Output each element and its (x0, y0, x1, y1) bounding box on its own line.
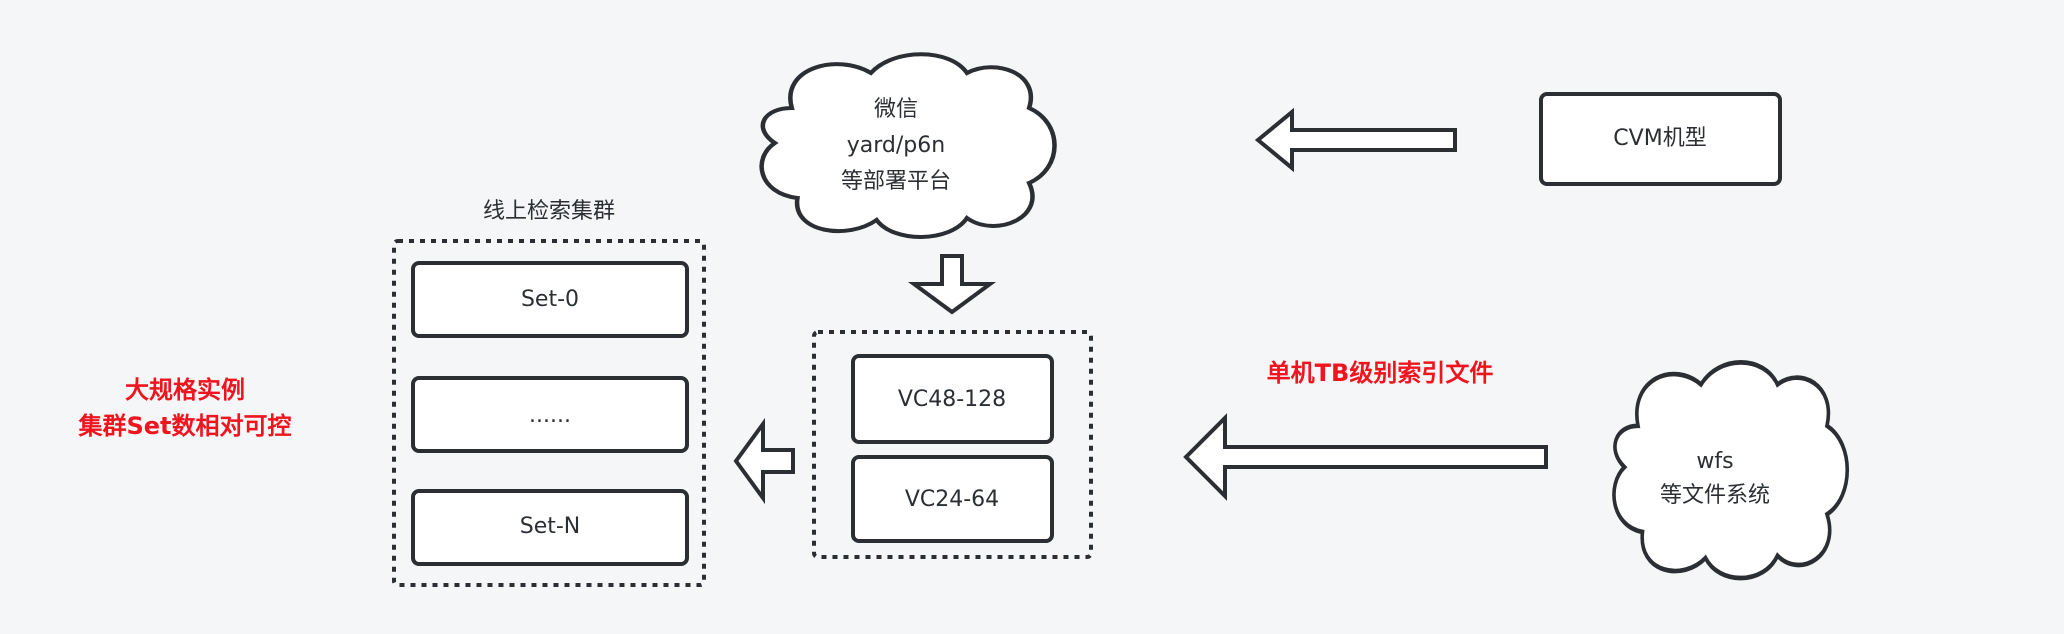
left-arrow-icon (1183, 413, 1548, 501)
left-arrow-icon (733, 417, 795, 505)
set-label: Set-0 (521, 287, 579, 312)
set-item (411, 489, 689, 566)
note-line: 集群Set数相对可控 (77, 412, 291, 440)
deploy-platform-cloud: 微信 yard/p6n 等部署平台 (762, 54, 1055, 237)
vc-label: VC24-64 (905, 487, 999, 512)
index-file-label: 单机TB级别索引文件 (1267, 359, 1494, 387)
set-item (411, 376, 689, 453)
cloud-line: wfs (1696, 449, 1733, 474)
cvm-label: CVM机型 (1613, 126, 1706, 151)
cvm-box: CVM机型 (1539, 92, 1782, 186)
set-label: ...... (529, 403, 571, 428)
set-label: Set-N (520, 514, 581, 539)
cloud-line: 微信 (874, 97, 918, 122)
cluster-title: 线上检索集群 (483, 199, 615, 224)
vc-group: VC48-128 VC24-64 (812, 330, 1093, 559)
vc-item (851, 455, 1054, 543)
note-line: 大规格实例 (125, 376, 245, 404)
online-search-cluster: 线上检索集群 Set-0 ...... Set-N (392, 199, 706, 587)
vc-item (851, 354, 1054, 444)
vc-label: VC48-128 (898, 387, 1006, 412)
set-item (411, 261, 689, 338)
down-arrow-icon (907, 254, 997, 315)
left-arrow-icon (1254, 107, 1457, 173)
cloud-line: 等文件系统 (1660, 483, 1770, 508)
file-system-cloud: wfs 等文件系统 (1614, 362, 1847, 578)
cloud-line: yard/p6n (847, 133, 945, 158)
cloud-line: 等部署平台 (841, 169, 951, 194)
